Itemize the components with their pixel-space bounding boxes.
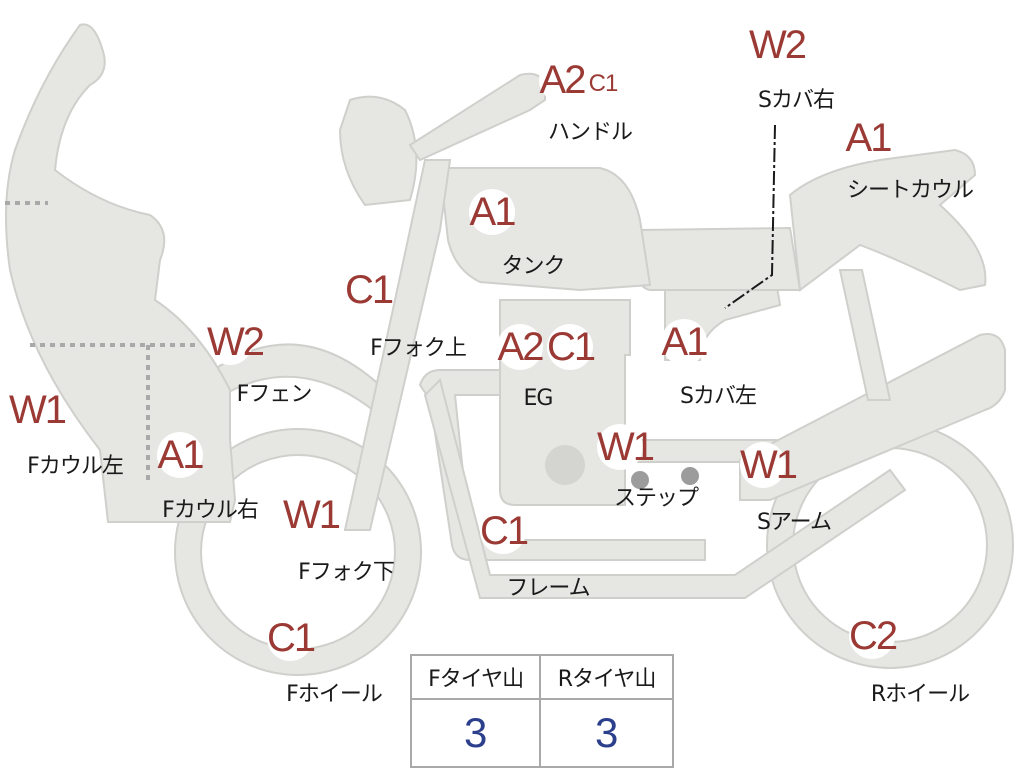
step-grade: W1: [597, 424, 655, 470]
r-wheel-label: Rホイール: [870, 682, 970, 707]
f-fork-lower-label: Fフォク下: [298, 560, 395, 585]
s-arm-label: Sアーム: [757, 510, 832, 535]
rear-tire-tread-header: Rタイヤ山: [539, 654, 674, 700]
engine-grade-extra: C1: [547, 324, 596, 370]
handlebar-shape: [408, 72, 546, 162]
engine-label: EG: [523, 386, 554, 411]
seat-cowl-shape: [788, 148, 987, 292]
f-cowl-right-label: Fカウル右: [162, 498, 259, 523]
s-cover-left-label: Sカバ左: [680, 384, 757, 409]
seat-shape: [636, 226, 802, 291]
f-cowl-left-grade: W1: [9, 387, 67, 433]
step-peg-left: [631, 471, 649, 489]
swing-arm-shape: [739, 333, 1006, 501]
seat-cowl-grade: A1: [845, 115, 892, 161]
f-cowl-right-grade: A1: [157, 432, 204, 478]
seat-cowl-label: シートカウル: [846, 178, 974, 203]
front-tire-tread-header: Fタイヤ山: [409, 654, 542, 700]
s-cover-right-leader: [724, 124, 776, 309]
s-cover-left-grade: A1: [661, 319, 708, 365]
handle-grade-extra: C1: [588, 69, 618, 99]
engine-grade: A2: [497, 324, 544, 370]
rear-tire-tread-value: 3: [539, 698, 674, 768]
front-fork-shape: [343, 159, 452, 531]
f-wheel-label: Fホイール: [286, 682, 383, 707]
frame-shape: [418, 369, 706, 561]
headlight-shape: [338, 95, 418, 207]
rear-shock-shape: [838, 269, 892, 401]
s-arm-grade: W1: [740, 442, 798, 488]
f-fork-upper-grade: C1: [345, 267, 394, 313]
s-cover-right-grade: W2: [749, 22, 807, 68]
f-fork-upper-label: Fフォク上: [370, 336, 467, 361]
r-wheel-grade: C2: [849, 613, 898, 659]
f-wheel-grade: C1: [267, 615, 316, 661]
tire-tread-header-row: Fタイヤ山 Rタイヤ山: [409, 654, 674, 700]
tire-tread-value-row: 3 3: [409, 698, 674, 768]
handle-label: ハンドル: [547, 120, 633, 145]
tank-label: タンク: [501, 254, 565, 279]
f-fender-grade: W2: [207, 319, 265, 365]
step-label: ステップ: [613, 486, 699, 511]
s-cover-right-label: Sカバ右: [758, 88, 835, 113]
f-cowl-left-label: Fカウル左: [27, 454, 124, 479]
step-peg-right: [681, 467, 699, 485]
tank-grade: A1: [469, 189, 516, 235]
tire-tread-table: Fタイヤ山 Rタイヤ山 3 3: [409, 654, 674, 768]
frame-label: フレーム: [506, 576, 590, 601]
front-tire-tread-value: 3: [409, 698, 542, 768]
engine-cover-shape: [545, 445, 585, 485]
handle-grade: A2: [539, 57, 586, 103]
front-cowl-shape: [5, 23, 237, 523]
frame-grade: C1: [480, 508, 529, 554]
f-fork-lower-grade: W1: [283, 492, 341, 538]
lower-frame-shape: [423, 378, 907, 599]
f-fender-label: Fフェン: [236, 382, 313, 407]
